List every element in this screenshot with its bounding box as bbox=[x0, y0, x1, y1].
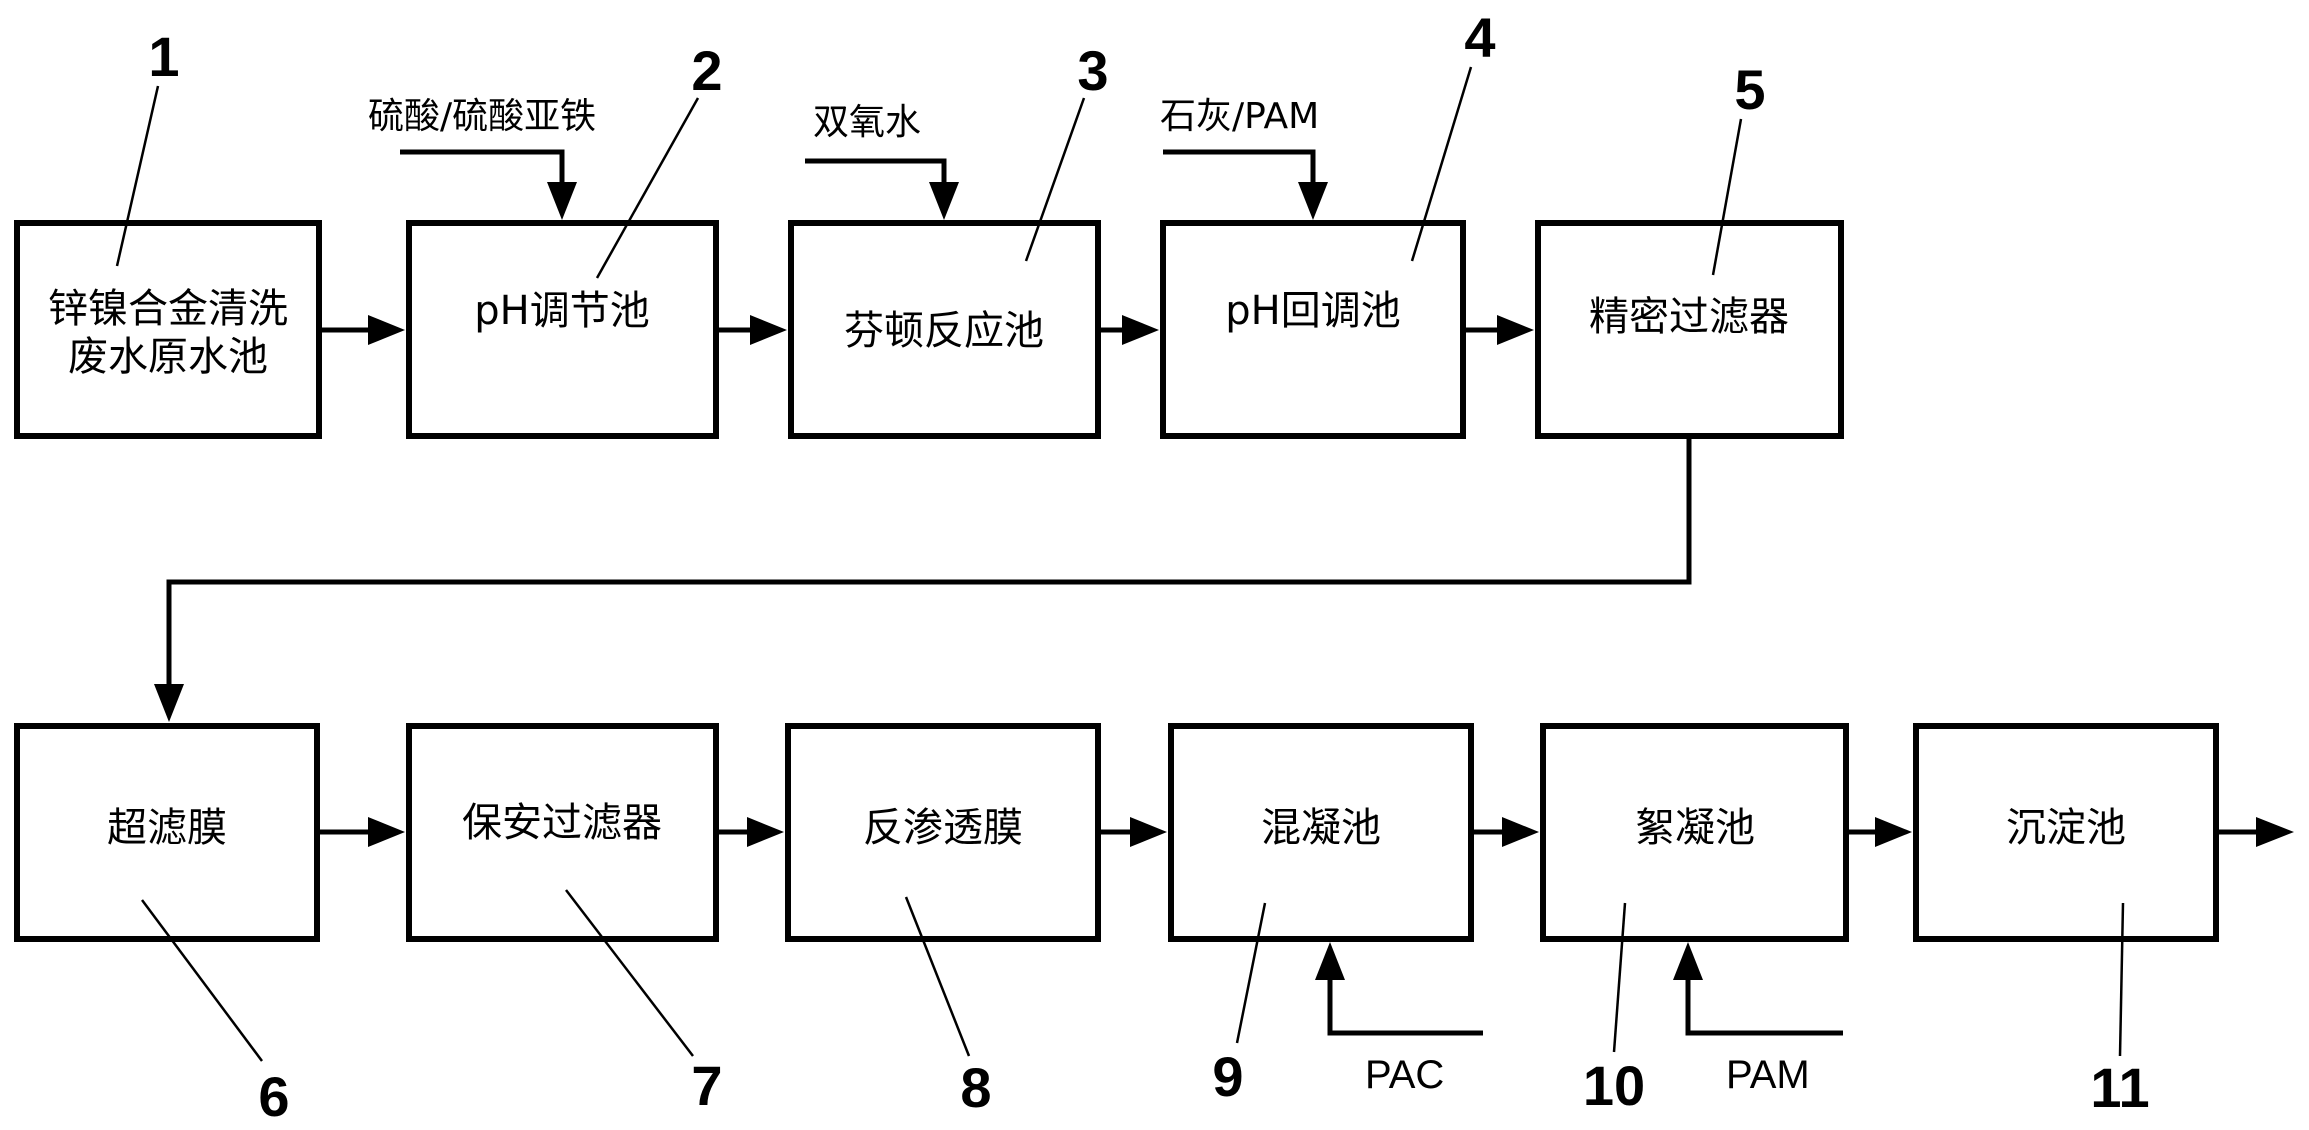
box-3-fenton-reactor: 芬顿反应池 bbox=[788, 220, 1101, 439]
callout-number-9: 9 bbox=[1212, 1045, 1243, 1108]
callout-number-5: 5 bbox=[1734, 58, 1765, 121]
callout-number-11: 11 bbox=[2090, 1056, 2149, 1119]
flow-arrow-8-to-9 bbox=[1101, 817, 1167, 847]
box-10-flocculation-tank: 絮凝池 bbox=[1540, 723, 1849, 942]
callout-6: 6 bbox=[140, 899, 290, 1128]
callout-number-7: 7 bbox=[691, 1054, 722, 1117]
callout-11: 11 bbox=[2090, 902, 2150, 1119]
callout-4: 4 bbox=[1410, 6, 1496, 262]
box-3-label: 芬顿反应池 bbox=[844, 308, 1044, 354]
callout-number-4: 4 bbox=[1464, 6, 1495, 69]
flow-arrow-9-to-10 bbox=[1474, 817, 1539, 847]
callout-3: 3 bbox=[1024, 39, 1109, 262]
box-1-raw-water-tank: 锌镍合金清洗 废水原水池 bbox=[14, 220, 322, 439]
box-5-precision-filter: 精密过滤器 bbox=[1535, 220, 1844, 439]
input-label-box-10: PAM bbox=[1726, 1053, 1810, 1097]
callout-number-8: 8 bbox=[960, 1056, 991, 1119]
box-6-ultrafiltration-membrane: 超滤膜 bbox=[14, 723, 320, 942]
callout-number-10: 10 bbox=[1583, 1054, 1645, 1117]
input-arrow-box-2: 硫酸/硫酸亚铁 bbox=[368, 96, 596, 220]
callout-8: 8 bbox=[904, 896, 992, 1119]
callout-number-2: 2 bbox=[691, 39, 722, 102]
callout-9: 9 bbox=[1212, 902, 1267, 1108]
box-6-label: 超滤膜 bbox=[107, 805, 227, 851]
callout-1: 1 bbox=[115, 25, 180, 267]
box-10-label: 絮凝池 bbox=[1635, 805, 1755, 851]
callout-7: 7 bbox=[565, 889, 723, 1117]
box-11-sedimentation-tank: 沉淀池 bbox=[1913, 723, 2219, 942]
flow-arrow-10-to-11 bbox=[1849, 817, 1912, 847]
box-8-reverse-osmosis-membrane: 反渗透膜 bbox=[785, 723, 1101, 942]
flow-arrow-6-to-7 bbox=[320, 817, 405, 847]
callout-10: 10 bbox=[1583, 902, 1645, 1117]
box-4-label: pH回调池 bbox=[1225, 288, 1400, 334]
box-11-label: 沉淀池 bbox=[2006, 805, 2126, 851]
input-label-box-3: 双氧水 bbox=[813, 102, 921, 143]
flow-arrow-3-to-4 bbox=[1101, 315, 1159, 345]
box-9-label: 混凝池 bbox=[1261, 805, 1381, 851]
flow-arrow-11-outlet bbox=[2219, 817, 2294, 847]
flow-arrow-1-to-2 bbox=[322, 315, 405, 345]
input-arrow-box-4: 石灰/PAM bbox=[1160, 96, 1328, 220]
box-8-label: 反渗透膜 bbox=[863, 805, 1023, 851]
input-label-box-4: 石灰/PAM bbox=[1160, 96, 1319, 137]
box-7-label: 保安过滤器 bbox=[462, 800, 662, 846]
box-2-ph-adjust-tank: pH调节池 bbox=[406, 220, 719, 439]
flow-connector-5-to-6 bbox=[154, 439, 1692, 722]
callout-number-6: 6 bbox=[258, 1065, 289, 1128]
flow-arrow-4-to-5 bbox=[1466, 315, 1534, 345]
box-2-label: pH调节池 bbox=[474, 288, 649, 334]
input-arrow-box-9: PAC bbox=[1315, 942, 1483, 1097]
box-7-security-filter: 保安过滤器 bbox=[406, 723, 719, 942]
box-9-coagulation-tank: 混凝池 bbox=[1168, 723, 1474, 942]
input-arrow-box-3: 双氧水 bbox=[805, 102, 959, 220]
box-1-label-line-2: 废水原水池 bbox=[68, 334, 268, 380]
flow-arrow-7-to-8 bbox=[719, 817, 784, 847]
box-5-label: 精密过滤器 bbox=[1589, 294, 1789, 340]
callout-5: 5 bbox=[1711, 58, 1766, 276]
callout-2: 2 bbox=[595, 39, 723, 279]
box-1-label-line-1: 锌镍合金清洗 bbox=[48, 286, 288, 332]
input-arrow-box-10: PAM bbox=[1673, 942, 1843, 1097]
callout-number-3: 3 bbox=[1077, 39, 1108, 102]
input-label-box-2: 硫酸/硫酸亚铁 bbox=[368, 96, 596, 137]
box-4-ph-readjust-tank: pH回调池 bbox=[1160, 220, 1466, 439]
callout-number-1: 1 bbox=[148, 25, 179, 88]
flow-arrow-2-to-3 bbox=[719, 315, 787, 345]
input-label-box-9: PAC bbox=[1365, 1053, 1444, 1097]
